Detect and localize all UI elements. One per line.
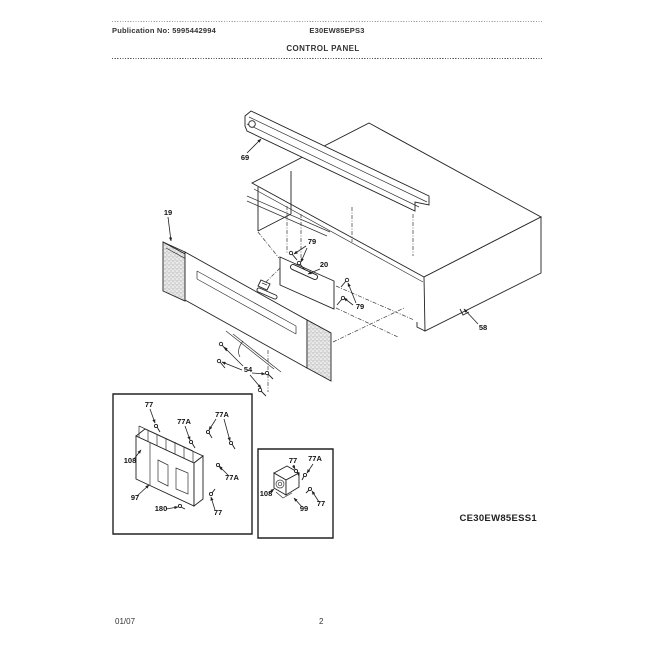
relay-board	[136, 426, 203, 506]
publication-number: Publication No: 5995442994	[112, 26, 216, 35]
screw	[289, 251, 297, 260]
part-label: 54	[244, 365, 253, 374]
part-label: 20	[320, 260, 328, 269]
part-labels: 69 19 79 20 79 58 54 77 77A 77A 108 77A …	[124, 153, 487, 517]
control-panel	[163, 242, 331, 381]
part-label: 77	[145, 400, 153, 409]
screw	[258, 388, 266, 396]
inset-switch-detail	[258, 449, 333, 538]
part-label: 77	[289, 456, 297, 465]
screw	[297, 261, 305, 270]
part-label: 69	[241, 153, 249, 162]
part-label: 108	[124, 456, 137, 465]
screw	[229, 441, 235, 449]
screw	[294, 469, 299, 476]
inset-box-1	[113, 394, 252, 534]
panel-clip	[258, 280, 275, 297]
screw	[306, 487, 312, 493]
switch-screws	[294, 469, 311, 493]
section-title: CONTROL PANEL	[286, 44, 360, 53]
control-bracket	[280, 257, 334, 309]
part-label: 108	[260, 489, 273, 498]
screw	[219, 342, 227, 351]
mounting-rails	[247, 189, 423, 282]
screw	[341, 278, 349, 287]
trim-bar	[245, 111, 429, 211]
part-label: 77A	[177, 417, 191, 426]
screw	[265, 371, 273, 379]
inset1-leaders	[134, 409, 231, 510]
part-label: 77	[317, 499, 325, 508]
screw	[154, 424, 160, 432]
part-label: 77A	[225, 473, 239, 482]
header-rule	[112, 58, 543, 59]
footer-date: 01/07	[115, 617, 136, 626]
part-label: 58	[479, 323, 487, 332]
part-label: 97	[131, 493, 139, 502]
inset2-leaders	[269, 464, 319, 507]
screw	[189, 440, 195, 448]
part-label: 19	[164, 208, 172, 217]
inset-box-2	[258, 449, 333, 538]
assembly-centerlines	[258, 206, 414, 392]
part-label: 180	[155, 504, 168, 513]
inset-board-detail	[113, 394, 252, 534]
screw	[209, 489, 215, 496]
footer-page-number: 2	[319, 617, 324, 626]
screw	[302, 473, 307, 480]
part-label: 77A	[308, 454, 322, 463]
leader-lines	[168, 139, 478, 389]
screw	[206, 430, 212, 438]
screw	[337, 296, 345, 305]
part-label: 99	[300, 504, 308, 513]
page-top-rule	[112, 21, 543, 22]
part-label: 79	[308, 237, 316, 246]
screw	[178, 504, 185, 509]
board-screws	[154, 424, 235, 509]
model-number: E30EW85EPS3	[309, 26, 365, 35]
diagram-code: CE30EW85ESS1	[459, 513, 537, 524]
mounting-screws	[217, 251, 348, 396]
screw	[217, 359, 225, 368]
part-label: 79	[356, 302, 364, 311]
part-label: 77A	[215, 410, 229, 419]
part-label: 77	[214, 508, 222, 517]
switch-body	[274, 466, 299, 498]
